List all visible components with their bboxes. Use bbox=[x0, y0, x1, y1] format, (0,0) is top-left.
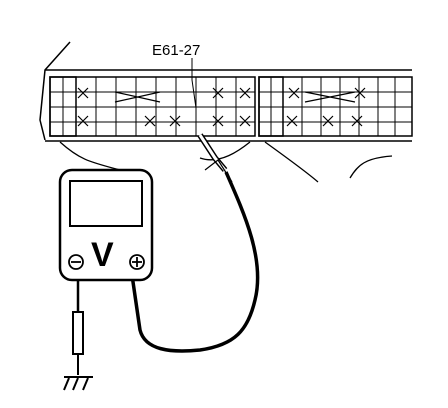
ground-icon bbox=[63, 376, 93, 391]
connector-e61 bbox=[39, 41, 413, 183]
minus-circle-icon bbox=[68, 254, 84, 270]
pin-label: E61-27 bbox=[152, 42, 200, 59]
test-probe bbox=[130, 133, 260, 353]
meter-symbol: V bbox=[91, 236, 114, 274]
meter-display bbox=[69, 180, 143, 227]
pin-leader-line bbox=[191, 58, 197, 109]
ground-lead bbox=[72, 280, 84, 375]
voltmeter: V bbox=[58, 168, 154, 282]
plus-circle-icon bbox=[129, 254, 145, 270]
